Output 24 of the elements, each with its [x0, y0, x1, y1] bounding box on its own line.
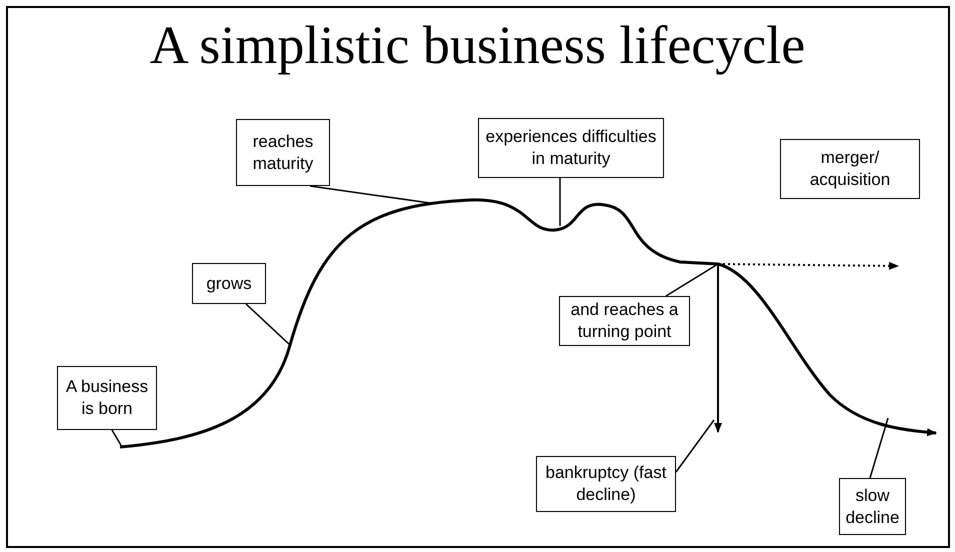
callout-box [236, 119, 330, 186]
leader-line [111, 430, 123, 448]
callout-box [780, 139, 920, 199]
callout-text: merger/ acquisition [808, 147, 892, 191]
callout-box [57, 366, 157, 430]
leader-line [245, 303, 291, 346]
callout-box [192, 263, 266, 304]
callout-box [478, 118, 664, 178]
callout-text: slow decline [844, 484, 900, 528]
leader-line [666, 263, 718, 297]
leader-line [310, 185, 430, 204]
callout-text: experiences difficulties in maturity [484, 126, 658, 170]
callout-box [559, 296, 690, 346]
callout-text: bankruptcy (fast decline) [544, 462, 668, 506]
callout-text: and reaches a turning point [570, 299, 680, 343]
leader-line [869, 418, 889, 478]
leader-line [559, 178, 561, 226]
title: A simplistic business lifecycle [148, 14, 806, 76]
callout-text: grows [206, 272, 252, 294]
callout-box [536, 456, 676, 512]
leader-line [675, 420, 715, 472]
callout-text: A business is born [64, 376, 150, 420]
callout-box [839, 478, 906, 535]
callout-text: reaches maturity [252, 130, 314, 174]
